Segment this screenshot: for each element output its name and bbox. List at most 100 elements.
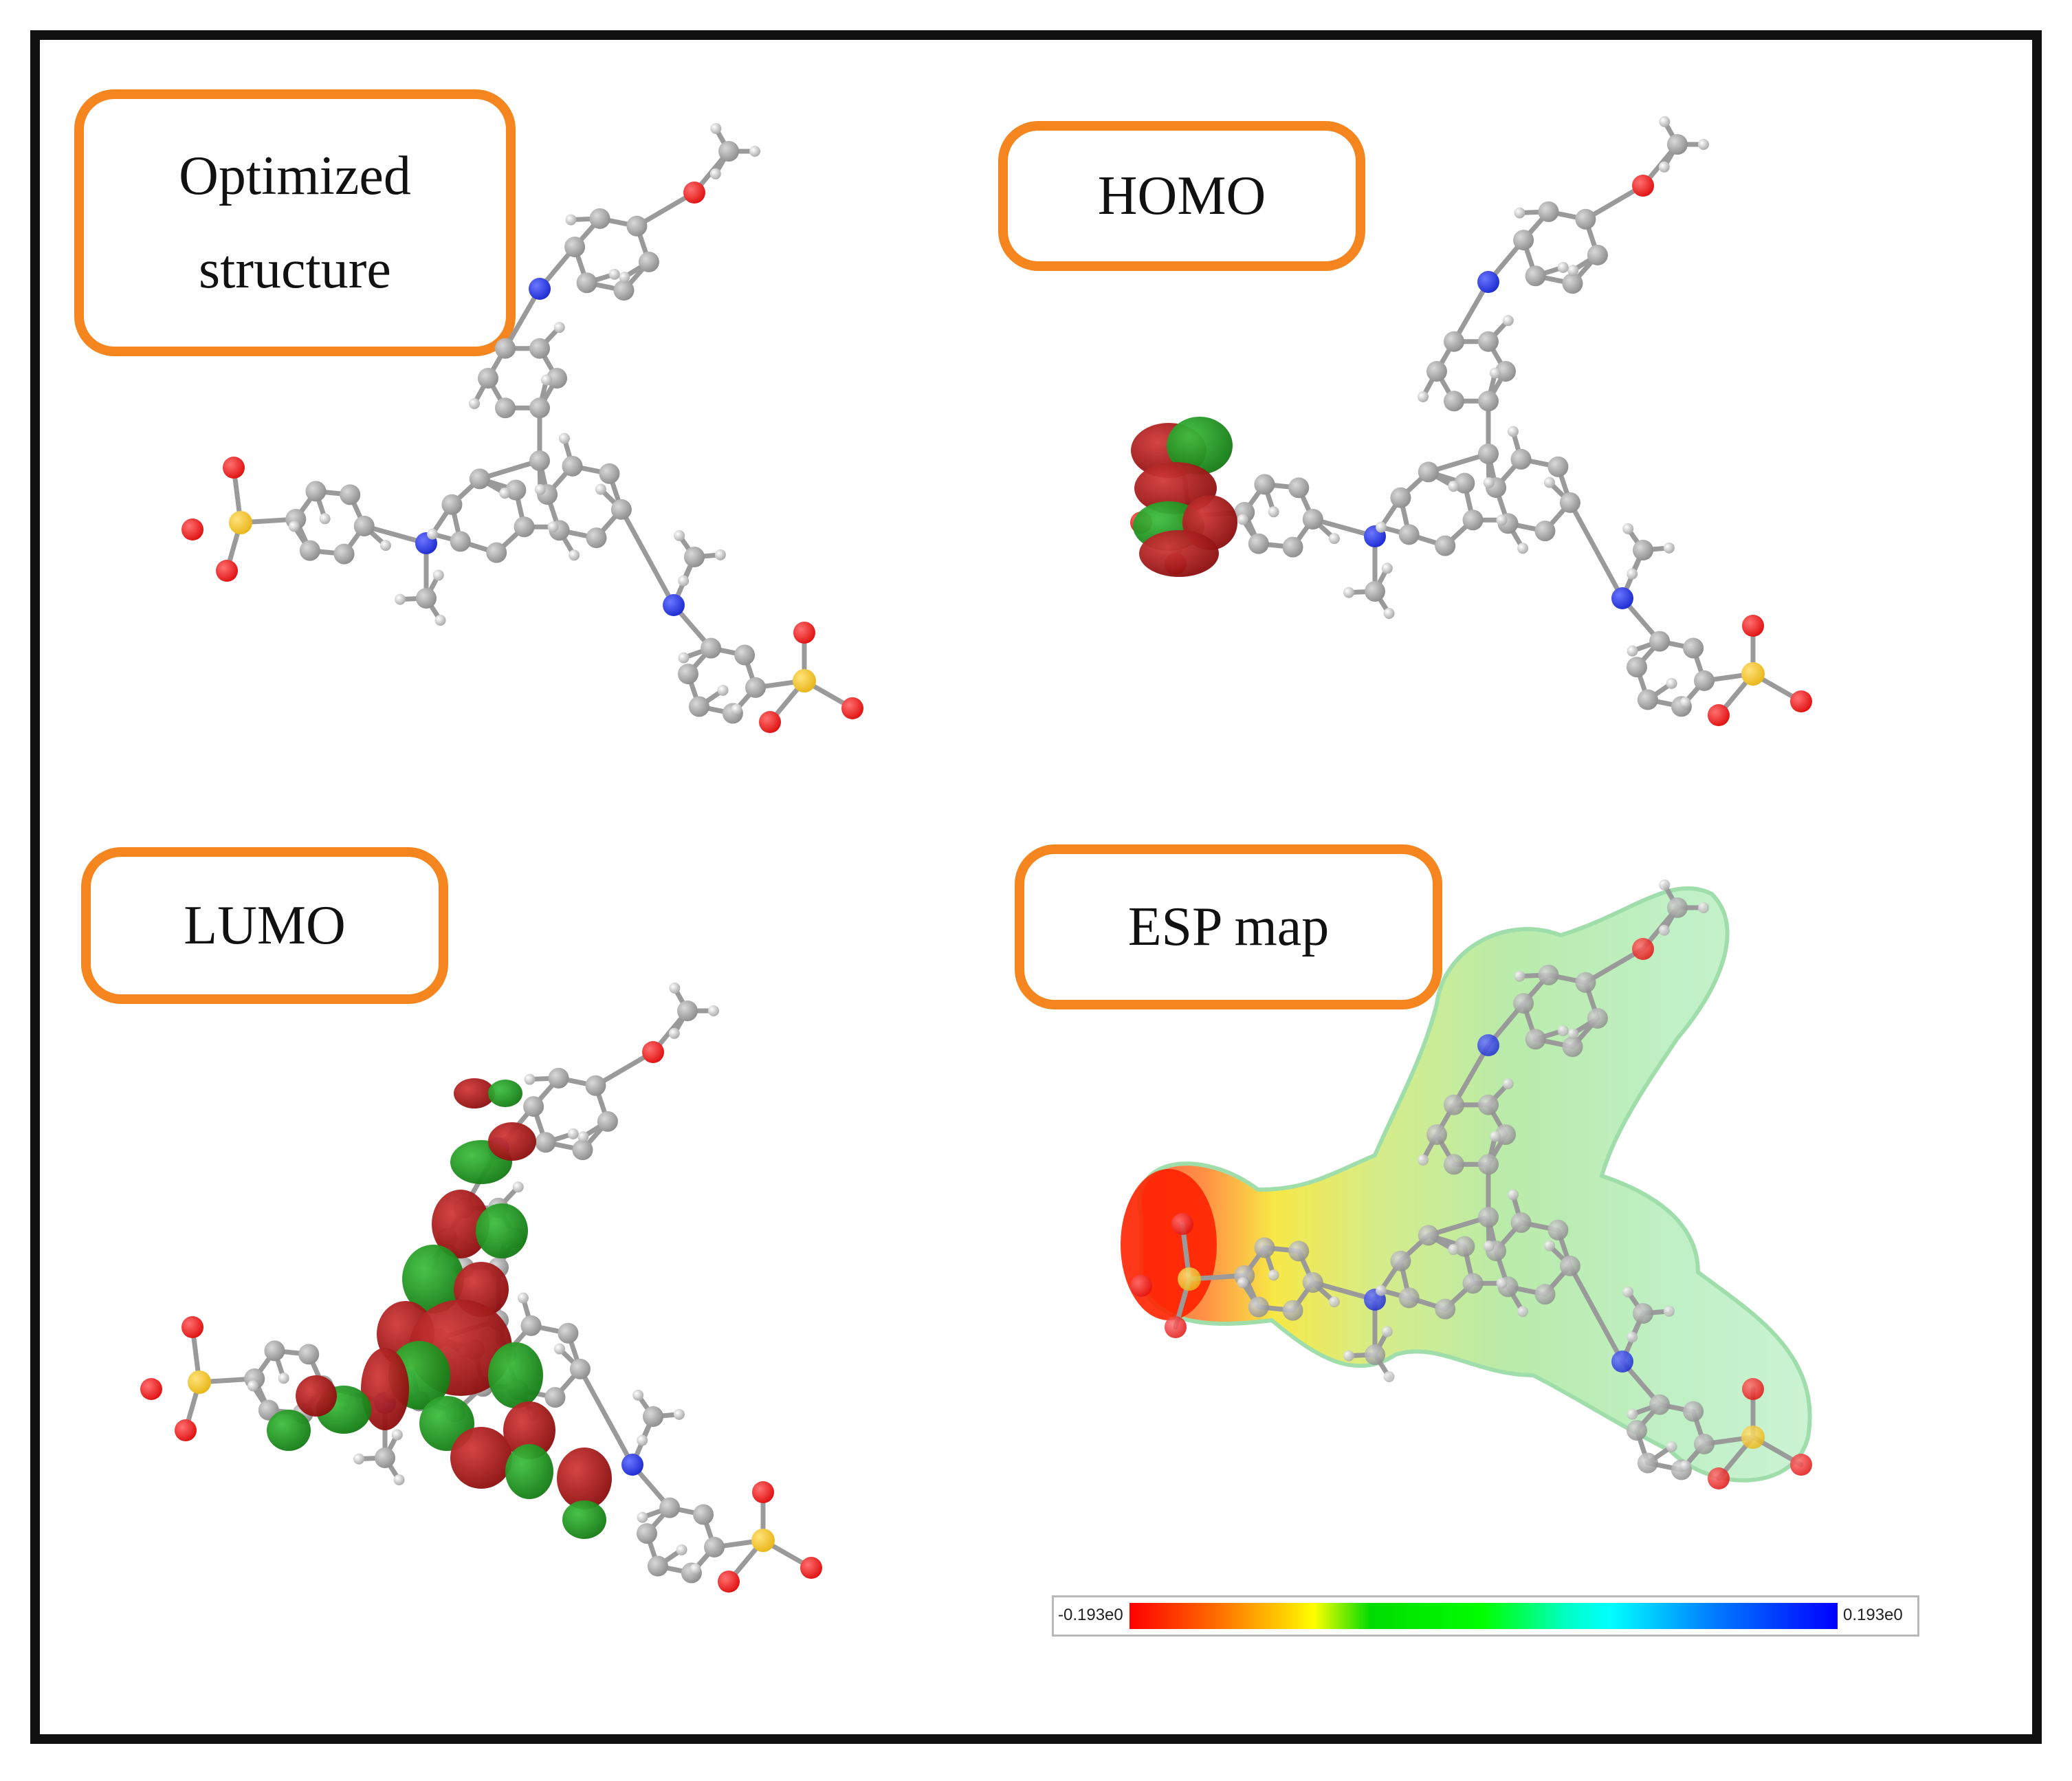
hydrogen-atom — [1268, 1269, 1279, 1281]
hydrogen-atom — [678, 575, 690, 587]
carbon-atom — [693, 1504, 714, 1525]
carbon-atom — [1633, 540, 1653, 560]
carbon-atom — [599, 463, 620, 484]
hydrogen-atom — [710, 122, 722, 134]
carbon-atom — [1562, 273, 1583, 294]
hydrogen-atom — [1268, 506, 1279, 518]
hydrogen-atom — [1489, 367, 1501, 379]
hydrogen-atom — [540, 374, 552, 386]
bond — [1451, 1042, 1491, 1108]
hydrogen-atom — [1483, 477, 1495, 488]
bond — [1426, 451, 1491, 474]
carbon-atom — [610, 499, 632, 520]
electrostatic-surface — [1137, 886, 1812, 1483]
carbon-atom — [340, 484, 361, 505]
hydrogen-atom — [678, 652, 690, 664]
carbon-atom — [469, 468, 490, 490]
hydrogen-atom — [379, 540, 391, 551]
hydrogen-atom — [1567, 265, 1579, 276]
hydrogen-atom — [567, 1128, 579, 1139]
carbon-atom — [1495, 361, 1516, 382]
carbon-atom — [416, 588, 437, 609]
hydrogen-atom — [669, 982, 681, 994]
hydrogen-atom — [1658, 924, 1670, 936]
bond — [1426, 1214, 1491, 1238]
hydrogen-atom — [1543, 477, 1555, 488]
carbon-atom — [1694, 670, 1715, 691]
hydrogen-atom — [1627, 1408, 1638, 1420]
carbon-atom — [1478, 1154, 1499, 1175]
carbon-atom — [1525, 265, 1546, 287]
hydrogen-atom — [1502, 315, 1514, 327]
oxygen-atom — [1165, 1316, 1187, 1338]
carbon-atom — [529, 397, 550, 419]
sulfur-atom — [188, 1370, 211, 1394]
carbon-atom — [1667, 897, 1688, 918]
hydrogen-atom — [1514, 970, 1525, 982]
carbon-atom — [647, 1555, 668, 1577]
esp-color-scale: -0.193e0 0.193e0 — [1052, 1595, 1919, 1637]
carbon-atom — [495, 338, 516, 359]
carbon-atom — [589, 208, 610, 229]
carbon-atom — [264, 1340, 285, 1362]
carbon-atom — [529, 338, 550, 359]
hydrogen-atom — [619, 272, 630, 283]
carbon-atom — [1637, 689, 1658, 710]
carbon-atom — [1398, 1287, 1420, 1309]
hydrogen-atom — [717, 684, 729, 696]
carbon-atom — [562, 455, 583, 477]
carbon-atom — [1547, 1219, 1569, 1241]
hydrogen-atom — [1328, 1296, 1340, 1308]
hydrogen-atom — [434, 614, 446, 626]
carbon-atom — [659, 1497, 681, 1518]
hydrogen-atom — [690, 1563, 701, 1575]
hydrogen-atom — [595, 483, 606, 495]
carbon-atom — [478, 368, 498, 389]
oxygen-atom — [683, 182, 705, 204]
hydrogen-atom — [632, 1389, 644, 1401]
carbon-atom — [441, 494, 463, 515]
oxygen-atom — [1708, 704, 1730, 726]
hydrogen-atom — [1658, 161, 1670, 173]
carbon-atom — [643, 1406, 663, 1427]
carbon-atom — [1462, 510, 1484, 531]
carbon-atom — [1444, 391, 1464, 412]
hydrogen-atom — [427, 528, 439, 540]
carbon-atom — [298, 1344, 320, 1365]
bond — [593, 1049, 656, 1089]
hydrogen-atom — [1489, 1130, 1501, 1142]
carbon-atom — [1390, 1250, 1411, 1271]
atom-layer — [181, 122, 863, 733]
carbon-atom — [1435, 535, 1456, 556]
oxygen-atom — [1742, 1378, 1764, 1400]
carbon-atom — [718, 141, 739, 162]
carbon-atom — [1282, 536, 1303, 558]
oxygen-atom — [1742, 615, 1764, 637]
carbon-atom — [529, 450, 550, 471]
oxygen-atom — [841, 697, 863, 719]
oxygen-atom — [800, 1557, 822, 1579]
hydrogen-atom — [534, 483, 546, 495]
hydrogen-atom — [1557, 1025, 1569, 1036]
bond — [1567, 1263, 1625, 1364]
oxygen-atom — [718, 1571, 740, 1593]
oxygen-atom — [181, 1316, 203, 1338]
orbital-lobe-positive — [361, 1348, 409, 1430]
carbon-atom — [1478, 1094, 1499, 1115]
carbon-atom — [704, 1536, 725, 1558]
nitrogen-atom — [1611, 1351, 1633, 1373]
hydrogen-atom — [395, 593, 406, 605]
nitrogen-atom — [1477, 271, 1499, 293]
orbital-lobe-negative — [488, 1080, 522, 1107]
molecule-group — [181, 122, 863, 733]
sulfur-atom — [1178, 1267, 1201, 1291]
oxygen-atom — [140, 1378, 162, 1400]
hydrogen-atom — [247, 1380, 258, 1392]
hydrogen-atom — [1376, 1285, 1387, 1296]
hydrogen-atom — [709, 168, 721, 179]
carbon-atom — [1683, 637, 1704, 659]
hydrogen-atom — [1627, 1331, 1638, 1343]
hydrogen-atom — [608, 268, 620, 280]
oxygen-atom — [1708, 1467, 1730, 1489]
carbon-atom — [1444, 1154, 1464, 1175]
